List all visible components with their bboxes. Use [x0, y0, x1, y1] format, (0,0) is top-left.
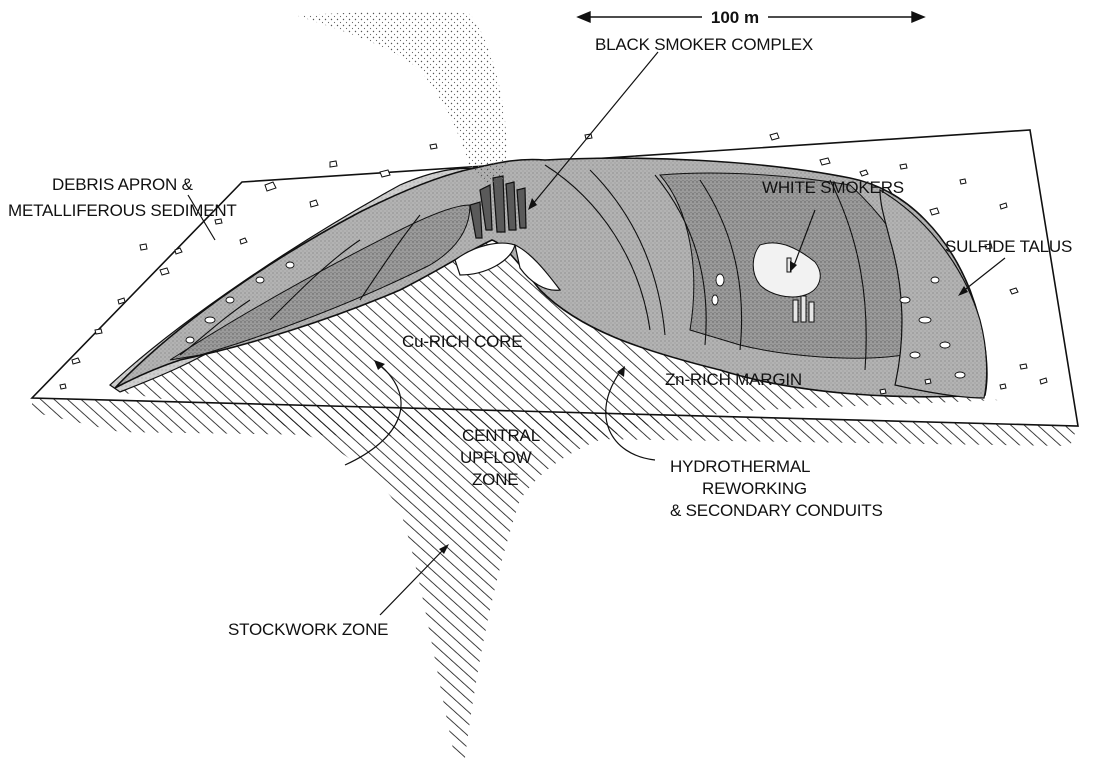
label-zn-rich-margin: Zn-RICH MARGIN: [665, 370, 802, 389]
label-cu-rich-core: Cu-RICH CORE: [402, 332, 522, 351]
label-hydrothermal: HYDROTHERMAL: [670, 457, 810, 476]
smoke-plume: [295, 12, 506, 190]
label-stockwork-zone: STOCKWORK ZONE: [228, 620, 388, 639]
scale-bar-label: 100 m: [711, 8, 759, 27]
label-upflow: UPFLOW: [460, 448, 532, 467]
label-reworking: REWORKING: [702, 479, 807, 498]
label-zone: ZONE: [472, 470, 518, 489]
label-sulfide-talus: SULFIDE TALUS: [945, 237, 1072, 256]
label-white-smokers: WHITE SMOKERS: [762, 178, 904, 197]
label-central: CENTRAL: [462, 426, 540, 445]
label-debris-apron-1: DEBRIS APRON &: [52, 175, 194, 194]
label-black-smoker-complex: BLACK SMOKER COMPLEX: [595, 35, 813, 54]
label-secondary-conduits: & SECONDARY CONDUITS: [670, 501, 883, 520]
label-debris-apron-2: METALLIFEROUS SEDIMENT: [8, 201, 237, 220]
